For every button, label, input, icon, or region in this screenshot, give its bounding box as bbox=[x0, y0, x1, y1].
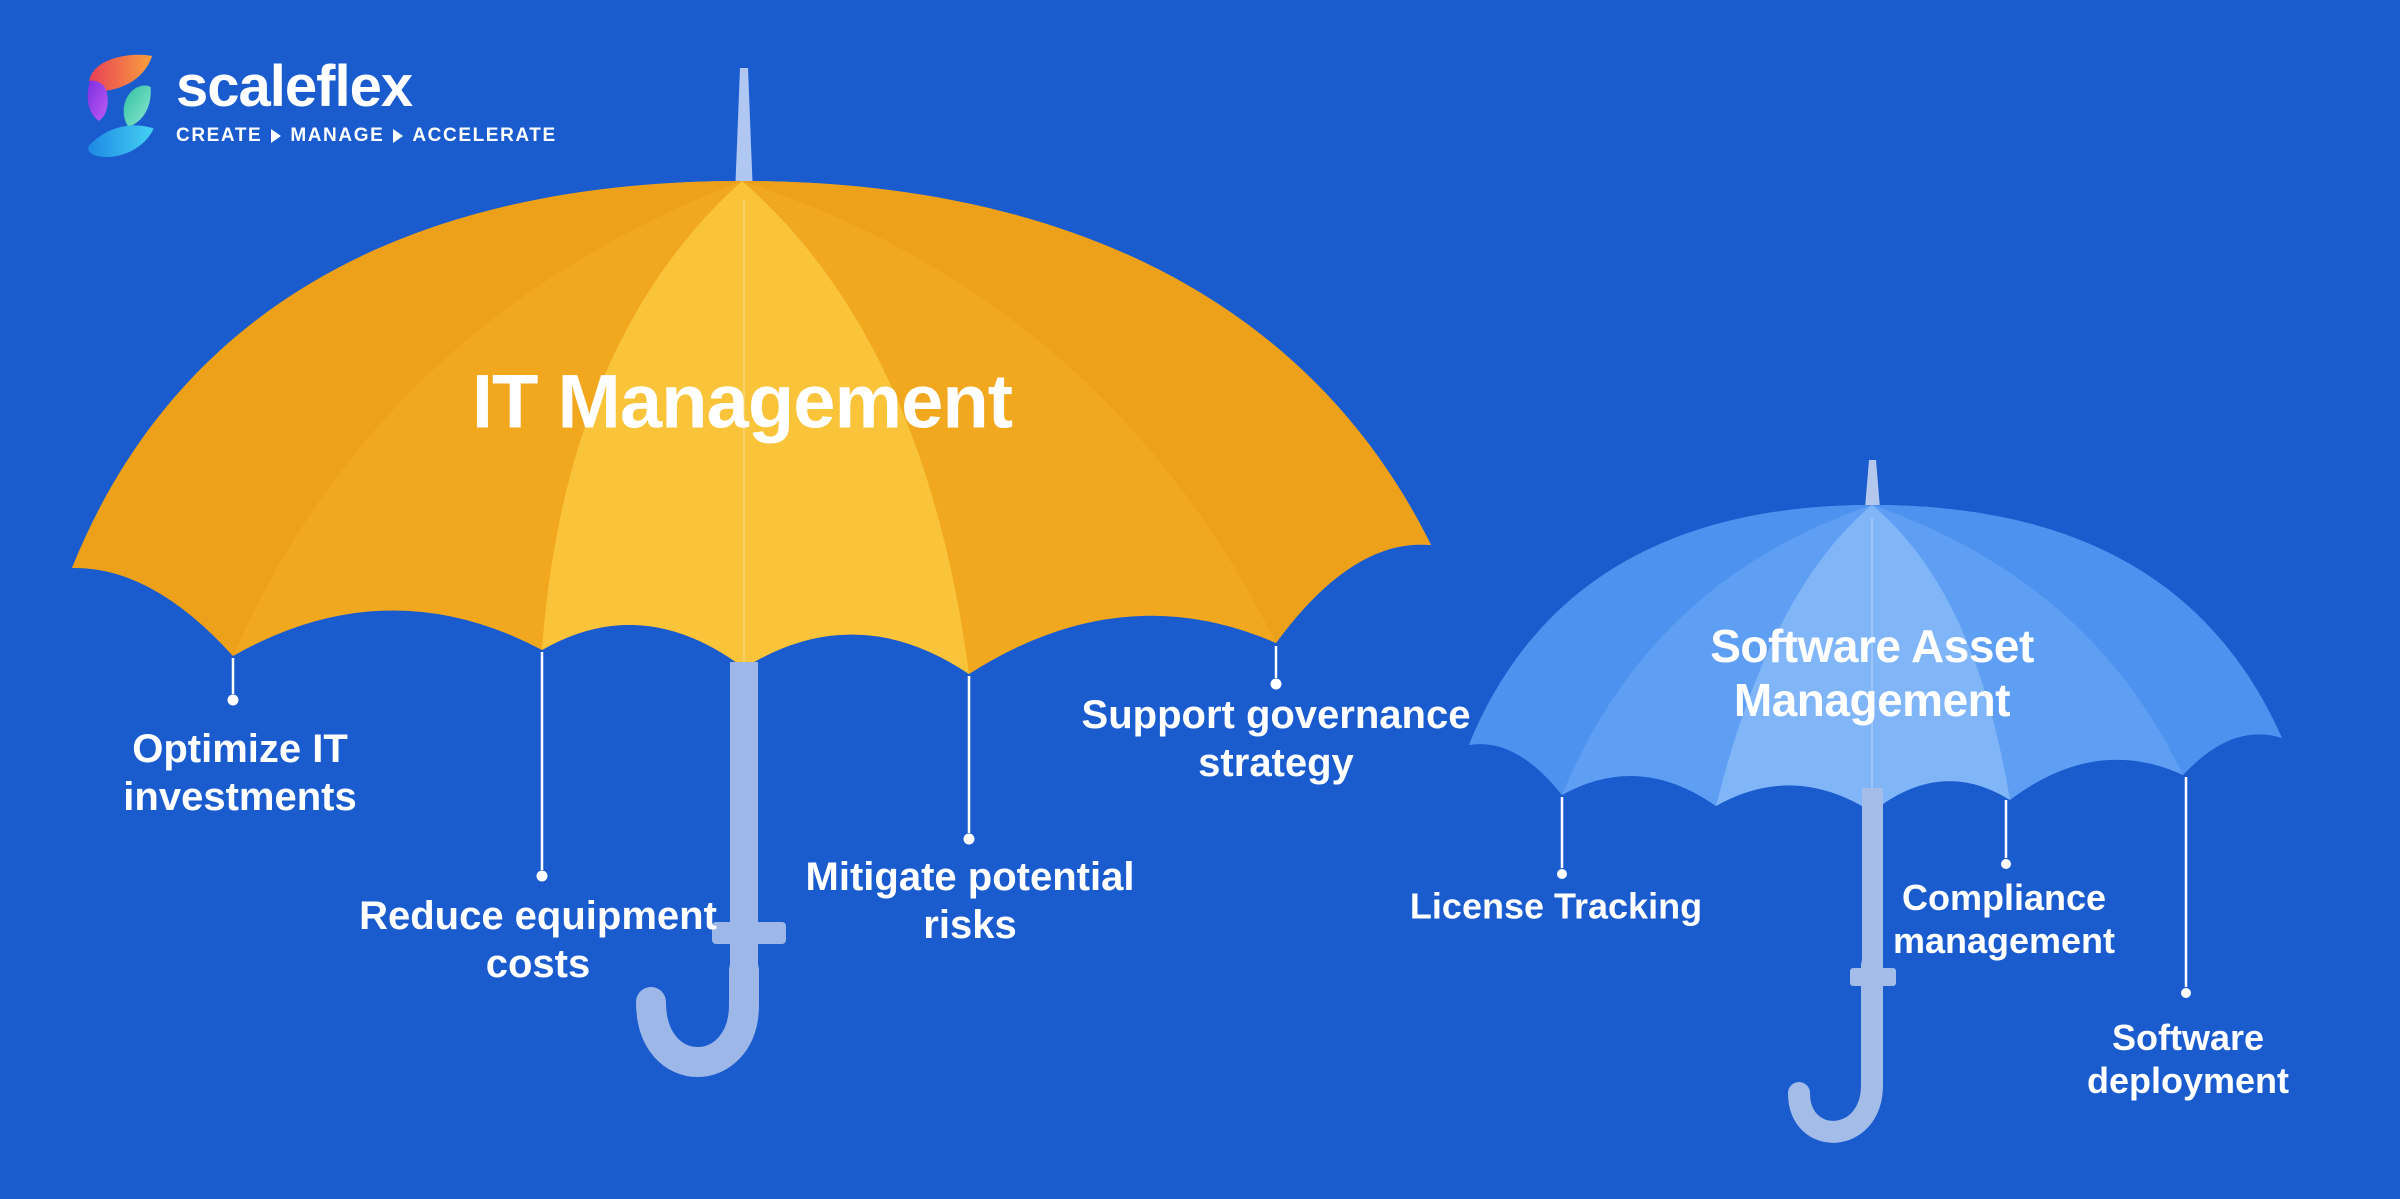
label-mitigate-potential-risks: Mitigate potential risks bbox=[805, 855, 1135, 947]
logo-petal-left-icon bbox=[87, 80, 108, 122]
sam-umbrella-title: Software Asset Management bbox=[1710, 620, 2034, 726]
connectors bbox=[231, 646, 1278, 870]
umbrella-gore-left bbox=[1469, 505, 1872, 795]
connector-dot bbox=[1270, 678, 1282, 690]
connector-dot bbox=[2181, 988, 2191, 998]
label-reduce-equipment-costs: Reduce equipment costs bbox=[359, 894, 717, 986]
software-asset-management-umbrella bbox=[1469, 460, 2282, 1143]
umbrella-pole-top bbox=[1864, 460, 1881, 520]
scaleflex-logo-icon bbox=[87, 54, 154, 157]
logo-petal-bottom-icon bbox=[88, 125, 154, 157]
it-management-umbrella bbox=[72, 68, 1431, 1077]
logo-petal-top-icon bbox=[89, 54, 153, 91]
tagline-word: CREATE bbox=[176, 125, 263, 146]
umbrella-pole bbox=[730, 662, 758, 994]
connector-dot bbox=[536, 870, 548, 882]
triangle-separator-icon bbox=[393, 129, 404, 143]
triangle-separator-icon bbox=[271, 129, 282, 143]
connector-dot bbox=[1557, 869, 1567, 879]
it-umbrella-title: IT Management bbox=[471, 359, 1013, 445]
logo-petal-right-icon bbox=[123, 85, 151, 127]
logo-text-block: scaleflex CREATE MANAGE ACCELERATE bbox=[176, 50, 557, 147]
umbrella-handle-hook bbox=[1788, 954, 1883, 1143]
connector-dot bbox=[227, 694, 239, 706]
umbrella-gore-right bbox=[742, 181, 1431, 643]
tagline-word: MANAGE bbox=[290, 125, 385, 146]
umbrella-crossbar bbox=[712, 922, 786, 944]
umbrella-pole-top bbox=[735, 68, 753, 195]
label-optimize-it-investments: Optimize IT investments bbox=[123, 727, 357, 819]
brand-tagline: CREATE MANAGE ACCELERATE bbox=[176, 125, 557, 147]
scaleflex-logo: scaleflex CREATE MANAGE ACCELERATE bbox=[84, 50, 557, 164]
connector-dot bbox=[963, 833, 975, 845]
connector-dot bbox=[2001, 859, 2011, 869]
label-support-governance-strategy: Support governance strategy bbox=[1081, 693, 1471, 785]
connectors bbox=[1560, 777, 2188, 987]
label-software-deployment: Software deployment bbox=[2086, 1016, 2290, 1101]
label-compliance-management: Compliance management bbox=[1892, 876, 2116, 961]
brand-wordmark: scaleflex bbox=[176, 54, 413, 119]
label-license-tracking: License Tracking bbox=[1409, 885, 1703, 927]
umbrella-gore-center bbox=[1716, 505, 2010, 812]
connector-dots bbox=[1557, 859, 2191, 998]
tagline-word: ACCELERATE bbox=[412, 125, 557, 146]
umbrella-crossbar bbox=[1850, 968, 1896, 986]
connector-dots bbox=[227, 678, 1282, 882]
umbrella-gore-left bbox=[72, 181, 742, 656]
umbrella-gore-center bbox=[542, 181, 969, 674]
umbrella-pole bbox=[1862, 788, 1883, 985]
umbrella-gore-right bbox=[1872, 505, 2282, 775]
umbrella-handle-hook bbox=[636, 955, 759, 1077]
